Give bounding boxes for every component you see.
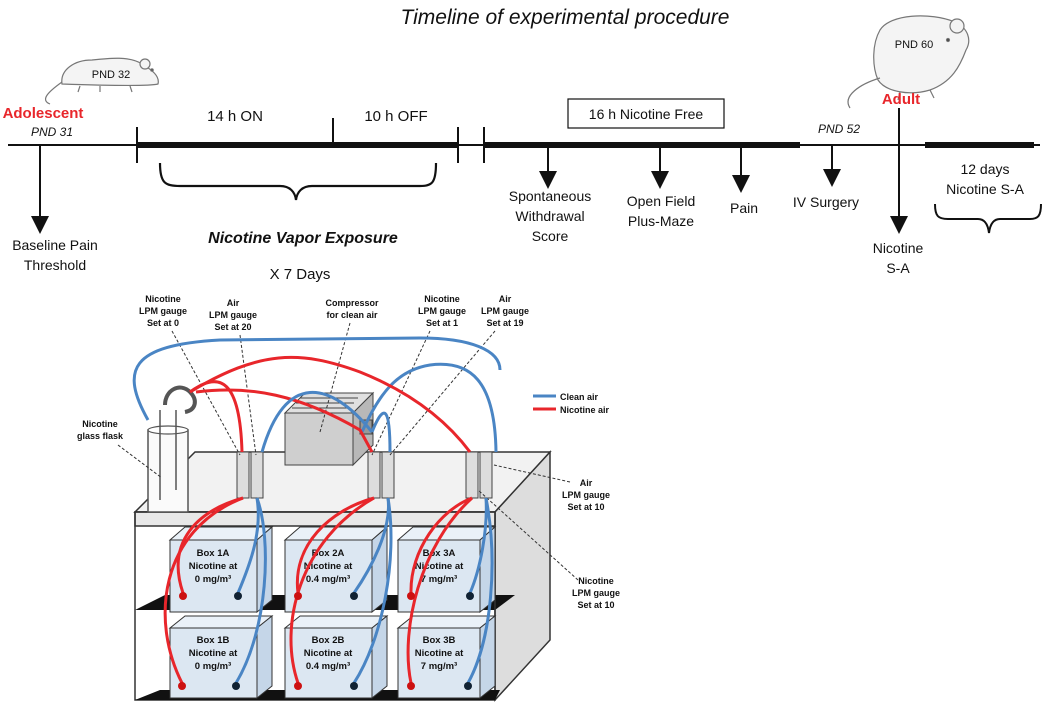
surgery-label: IV Surgery xyxy=(793,194,859,210)
flask-leader xyxy=(117,444,163,479)
nicotine-sa-label-1: Nicotine xyxy=(873,240,924,256)
box-2a-line3: 0.4 mg/m³ xyxy=(306,574,350,585)
box-3b-line2: Nicotine at xyxy=(415,648,464,659)
spontaneous-label-1: Spontaneous xyxy=(509,188,592,204)
twelve-days-label-2: Nicotine S-A xyxy=(946,181,1024,197)
gauge-pair-3 xyxy=(465,451,493,499)
box-3a-name: Box 3A xyxy=(423,548,456,559)
box-2a-line2: Nicotine at xyxy=(304,561,353,572)
tubing-top xyxy=(132,336,502,453)
box-2a-name: Box 2A xyxy=(312,548,345,559)
box-2b-line3: 0.4 mg/m³ xyxy=(306,661,350,672)
compressor xyxy=(283,391,375,467)
box-2b-name: Box 2B xyxy=(312,635,345,646)
spontaneous-label-2: Withdrawal xyxy=(515,208,584,224)
air-gauge19-label-2: LPM gauge xyxy=(481,306,529,316)
box-1b-line2: Nicotine at xyxy=(189,648,238,659)
air-gauge20-label-3: Set at 20 xyxy=(214,322,251,332)
off-label: 10 h OFF xyxy=(364,108,427,125)
pain-label: Pain xyxy=(730,200,758,216)
baseline-label-2: Threshold xyxy=(24,257,86,273)
rat1-pnd: PND 32 xyxy=(92,69,131,81)
open-field-label-1: Open Field xyxy=(627,193,695,209)
flask-label-2: glass flask xyxy=(77,431,124,441)
box-3a xyxy=(396,525,497,614)
nic-gauge0-label-2: LPM gauge xyxy=(139,306,187,316)
box-1a-line2: Nicotine at xyxy=(189,561,238,572)
tubing-boxes xyxy=(163,496,494,684)
box-3b-name: Box 3B xyxy=(423,635,456,646)
port-dots xyxy=(178,592,474,690)
timeline: PND 32 Adolescent PND 31 Baseline Pain T… xyxy=(3,15,1042,283)
box-3a-line3: 7 mg/m³ xyxy=(421,574,457,585)
open-field-label-2: Plus-Maze xyxy=(628,213,694,229)
air-gauge19-label-3: Set at 19 xyxy=(486,318,523,328)
exposure-brace xyxy=(158,162,438,201)
on-label: 14 h ON xyxy=(207,108,263,125)
box-3a-line2: Nicotine at xyxy=(415,561,464,572)
box-1b-name: Box 1B xyxy=(197,635,230,646)
air-gauge20-leader xyxy=(239,334,257,456)
air-gauge10-label-1: Air xyxy=(580,478,593,488)
nic-gauge10-label-2: LPM gauge xyxy=(572,588,620,598)
nic-gauge10-label-1: Nicotine xyxy=(578,576,614,586)
nicotine-free-label: 16 h Nicotine Free xyxy=(589,106,704,122)
vapor-exposure-label: Nicotine Vapor Exposure xyxy=(208,230,398,247)
twelve-days-label-1: 12 days xyxy=(960,161,1009,177)
nic-gauge1-label-3: Set at 1 xyxy=(426,318,458,328)
nicotine-flask xyxy=(147,385,197,513)
flask-label-1: Nicotine xyxy=(82,419,118,429)
air-gauge20-label-1: Air xyxy=(227,298,240,308)
box-3b-line3: 7 mg/m³ xyxy=(421,661,457,672)
compressor-label-1: Compressor xyxy=(325,298,379,308)
nic-gauge10-leader xyxy=(477,489,579,581)
box-3b xyxy=(396,614,497,700)
box-1a-name: Box 1A xyxy=(197,548,230,559)
compressor-label-2: for clean air xyxy=(326,310,378,320)
box-1a-line3: 0 mg/m³ xyxy=(195,574,231,585)
nic-gauge10-label-3: Set at 10 xyxy=(577,600,614,610)
pnd31-label: PND 31 xyxy=(31,125,73,139)
nicotine-sa-label-2: S-A xyxy=(886,260,910,276)
nic-gauge1-label-1: Nicotine xyxy=(424,294,460,304)
nic-gauge0-label-1: Nicotine xyxy=(145,294,181,304)
days-label: X 7 Days xyxy=(270,266,331,283)
nic-gauge1-label-2: LPM gauge xyxy=(418,306,466,316)
pnd52-label: PND 52 xyxy=(818,122,860,136)
adolescent-label: Adolescent xyxy=(3,105,84,122)
baseline-label-1: Baseline Pain xyxy=(12,237,98,253)
box-1b-line3: 0 mg/m³ xyxy=(195,661,231,672)
rat2-pnd: PND 60 xyxy=(895,39,934,51)
compressor-leader xyxy=(319,322,351,433)
air-gauge10-label-2: LPM gauge xyxy=(562,490,610,500)
gauge-pair-1 xyxy=(236,451,264,499)
gauge-pair-2 xyxy=(367,451,395,499)
nic-gauge0-label-3: Set at 0 xyxy=(147,318,179,328)
nic-gauge0-leader xyxy=(171,330,241,456)
diagram-title: Timeline of experimental procedure xyxy=(401,6,730,29)
air-gauge19-leader xyxy=(389,330,496,456)
legend-nicotine-label: Nicotine air xyxy=(560,405,610,415)
self-admin-brace xyxy=(934,203,1042,234)
box-2b-line2: Nicotine at xyxy=(304,648,353,659)
vapor-apparatus: Nicotine glass flask Compressor for clea… xyxy=(77,294,620,702)
air-gauge20-label-2: LPM gauge xyxy=(209,310,257,320)
legend-clean-label: Clean air xyxy=(560,392,599,402)
nicotine-free-box xyxy=(567,98,725,129)
spontaneous-label-3: Score xyxy=(532,228,569,244)
rat-icon xyxy=(45,57,159,105)
air-gauge19-label-1: Air xyxy=(499,294,512,304)
air-gauge10-leader xyxy=(493,464,571,483)
adult-rat-icon xyxy=(847,15,970,109)
air-gauge10-label-3: Set at 10 xyxy=(567,502,604,512)
nic-gauge1-leader xyxy=(371,330,431,456)
box-2a xyxy=(283,525,389,614)
adult-label: Adult xyxy=(882,91,920,108)
